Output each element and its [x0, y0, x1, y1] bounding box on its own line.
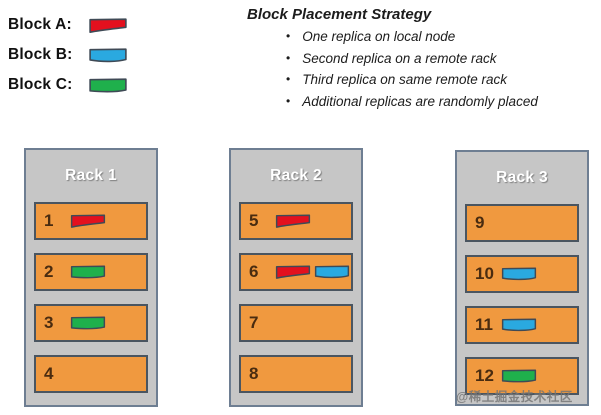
node-4: 4: [34, 355, 148, 393]
rack-title: Rack 1: [65, 167, 117, 184]
node-blocks: [70, 264, 106, 280]
block-a-shape: [89, 17, 127, 33]
block-c-shape: [89, 77, 127, 93]
strategy-bullet-text: One replica on local node: [302, 29, 456, 44]
block-legend: Block A: Block B: Block C:: [8, 10, 128, 100]
block-c-shape: [70, 265, 106, 279]
node-number: 9: [475, 213, 485, 232]
node-number: 2: [44, 262, 54, 281]
strategy-bullet-text: Additional replicas are randomly placed: [302, 93, 538, 109]
node-list: 5 6 7 8: [239, 202, 353, 393]
legend-item-block-b: Block B:: [8, 40, 128, 70]
node-number: 1: [44, 211, 54, 230]
strategy-panel: Block Placement Strategy • One replica on…: [240, 5, 601, 112]
node-number: 3: [44, 313, 54, 332]
node-list: 1 2 3 4: [34, 202, 148, 393]
node-number: 5: [249, 211, 259, 230]
strategy-title: Block Placement Strategy: [247, 6, 432, 23]
node-10: 10: [465, 255, 579, 293]
node-9: 9: [465, 204, 579, 242]
strategy-bullet-text: Third replica on same remote rack: [302, 72, 508, 87]
block-a-shape: [275, 214, 311, 228]
watermark: @稀土掘金技术社区: [456, 390, 573, 404]
node-number: 7: [249, 313, 259, 332]
node-number: 12: [475, 366, 494, 385]
strategy-bullet-text: Second replica on a remote rack: [302, 50, 497, 66]
bullet-icon: •: [286, 29, 291, 43]
node-list: 9 10 11 12: [465, 204, 579, 395]
node-3: 3: [34, 304, 148, 342]
block-a-shape: [70, 214, 106, 228]
node-2: 2: [34, 253, 148, 291]
node-blocks: [275, 213, 311, 229]
strategy-bullet: • Additional replicas are randomly placed: [240, 91, 601, 113]
block-b-shape: [314, 265, 350, 279]
node-number: 10: [475, 264, 494, 283]
node-number: 6: [249, 262, 259, 281]
block-c-shape: [70, 316, 106, 330]
node-1: 1: [34, 202, 148, 240]
legend-label: Block C:: [8, 76, 73, 93]
bullet-icon: •: [286, 50, 291, 65]
node-blocks: [501, 368, 537, 384]
node-number: 11: [475, 315, 493, 334]
legend-label: Block B:: [8, 46, 73, 63]
rack-3: Rack 3 9 10 11 12: [455, 150, 589, 406]
rack-2: Rack 2 5 6 7 8: [229, 148, 363, 407]
block-b-shape: [501, 267, 537, 281]
block-a-shape: [275, 265, 311, 279]
node-12: 12: [465, 357, 579, 395]
rack-title: Rack 2: [270, 167, 322, 184]
block-c-shape: [501, 369, 537, 383]
bullet-icon: •: [286, 72, 291, 86]
bullet-icon: •: [286, 93, 291, 108]
strategy-bullet: • Second replica on a remote rack: [240, 48, 601, 70]
legend-label: Block A:: [8, 16, 72, 33]
block-b-shape: [89, 47, 127, 62]
rack-1: Rack 1 1 2 3 4: [24, 148, 158, 407]
legend-item-block-c: Block C:: [8, 70, 128, 100]
node-blocks: [70, 213, 106, 229]
node-8: 8: [239, 355, 353, 393]
node-blocks: [501, 266, 537, 282]
node-5: 5: [239, 202, 353, 240]
node-number: 8: [249, 364, 259, 383]
node-blocks: [70, 315, 106, 331]
strategy-list: • One replica on local node • Second replic…: [240, 26, 601, 112]
strategy-bullet: • One replica on local node: [240, 26, 601, 48]
node-6: 6: [239, 253, 353, 291]
block-b-shape: [501, 318, 537, 332]
legend-item-block-a: Block A:: [8, 10, 128, 40]
node-11: 11: [465, 306, 579, 344]
node-number: 4: [44, 364, 54, 383]
node-blocks: [275, 264, 350, 280]
rack-title: Rack 3: [496, 169, 548, 186]
node-7: 7: [239, 304, 353, 342]
strategy-bullet: • Third replica on same remote rack: [240, 69, 601, 91]
node-blocks: [501, 317, 537, 333]
